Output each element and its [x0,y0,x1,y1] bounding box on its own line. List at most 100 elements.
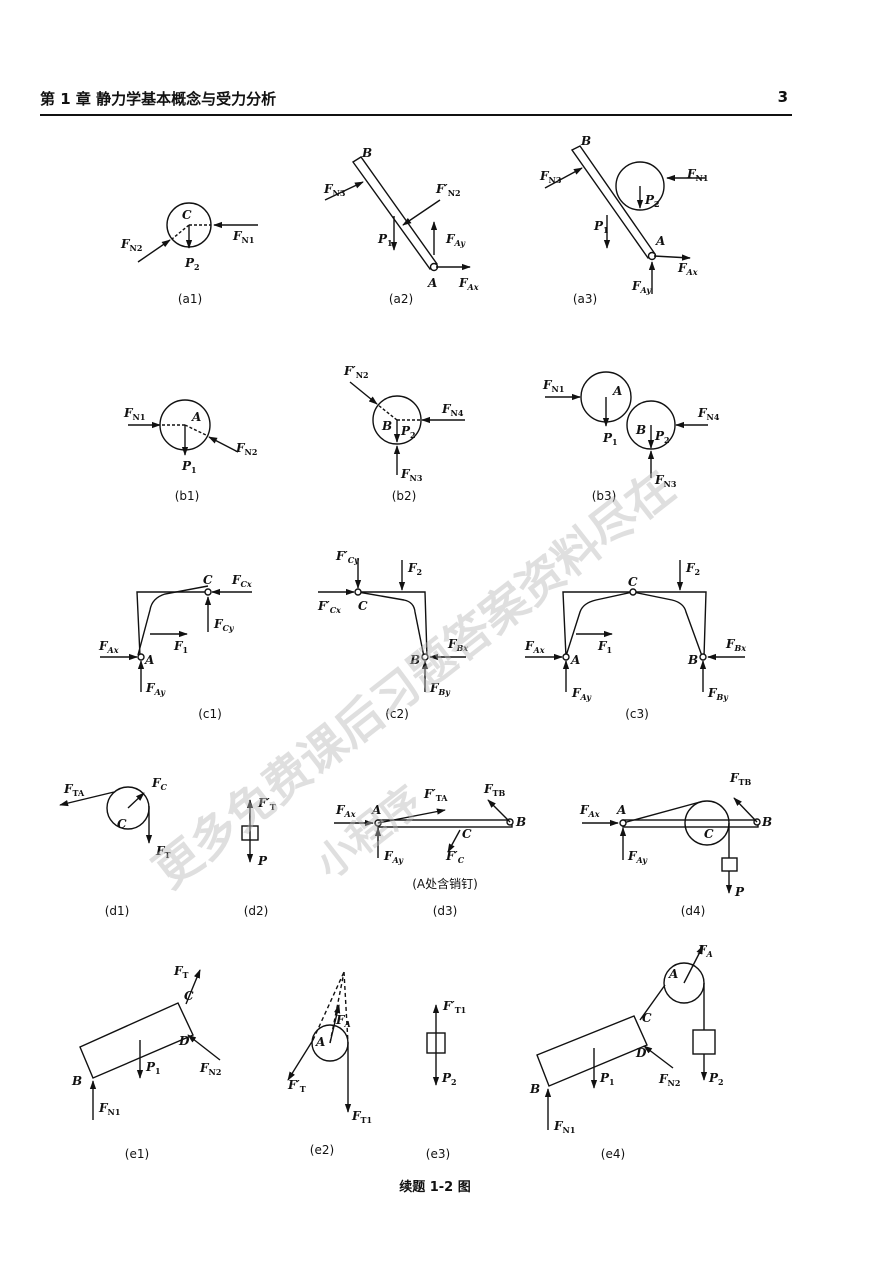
a1-label-C: C [182,208,192,222]
fig-b1 [128,399,239,456]
d4-label-A: A [616,803,626,817]
a3-label-P2: P2 [644,193,660,209]
c3-label-B: B [687,653,698,667]
a3-label-A: A [655,234,665,248]
caption-d3: (d3) [433,904,458,918]
a3-label-FAy: FAy [631,279,652,295]
a2-label-A: A [427,276,437,290]
watermark-line1: 更多免费课后习题答案资料尽在 [144,460,685,899]
chapter-title: 第 1 章 静力学基本概念与受力分析 [40,90,277,108]
b1-label-FN1: FN1 [123,406,145,422]
watermark: 更多免费课后习题答案资料尽在 小程序 [144,460,685,899]
c3-label-FAx: FAx [524,639,545,655]
caption-d1: (d1) [105,904,130,918]
d3-label-C: C [462,827,472,841]
c1-label-F1: F1 [173,639,188,655]
b3-label-FN4: FN4 [697,406,720,422]
e1-label-FT: FT [173,964,189,980]
caption-c1: (c1) [198,707,222,721]
fig-c2 [318,558,466,692]
figure-caption: 续题 1-2 图 [399,1180,471,1195]
d3-label-FTAp: F′TA [423,787,448,803]
d4-label-P: P [734,885,745,899]
e4-label-P2: P2 [708,1071,724,1087]
caption-b2: (b2) [392,489,417,503]
a2-label-B: B [361,146,372,160]
d2-label-P: P [257,854,268,868]
page-header: 第 1 章 静力学基本概念与受力分析 3 [40,84,792,116]
a1-label-P2: P2 [184,256,200,272]
caption-e3: (e3) [426,1147,450,1161]
a3-label-P1: P1 [593,219,609,235]
c2-label-B: B [409,653,420,667]
c1-label-FAy: FAy [145,681,166,697]
fig-d3 [334,799,514,858]
d3-label-FCp: F′C [445,849,465,865]
a2-label-FN3: FN3 [323,182,346,198]
fig-e1 [79,969,221,1120]
e2-label-FTp: F′T [287,1078,306,1094]
e2-label-FA: FA [335,1013,351,1029]
d3-label-A: A [371,803,381,817]
d1-label-C: C [117,817,127,831]
c2-label-FBy: FBy [429,681,451,697]
caption-e1: (e1) [125,1147,149,1161]
caption-c2: (c2) [385,707,409,721]
c3-label-FBy: FBy [707,686,729,702]
b3-label-A: A [612,384,622,398]
d4-label-FAy: FAy [627,849,648,865]
c3-label-C: C [628,575,638,589]
d1-label-FTA: FTA [63,782,85,798]
a1-label-FN2: FN2 [120,237,142,253]
e2-label-A: A [315,1035,325,1049]
b2-label-B: B [381,419,392,433]
a2-label-P1: P1 [377,232,393,248]
caption-a3: (a3) [573,292,597,306]
e1-label-C: C [184,989,194,1003]
a3-label-FAx: FAx [677,261,698,277]
b2-label-FN2p: F′N2 [343,364,369,380]
a3-label-FN1: FN1 [686,167,708,183]
d1-label-FC: FC [151,776,168,792]
b3-label-FN1: FN1 [542,378,564,394]
c3-label-FAy: FAy [571,686,592,702]
e4-label-FA: FA [697,943,713,959]
e1-label-FN1: FN1 [98,1101,120,1117]
d3-label-B: B [515,815,526,829]
fig-a2 [324,156,471,272]
d4-label-FAx: FAx [579,803,600,819]
e3-label-FT1p: F′T1 [442,999,466,1015]
b3-label-P2: P2 [654,429,670,445]
e1-label-FN2: FN2 [199,1061,221,1077]
c1-label-FCy: FCy [213,617,235,633]
c3-label-A: A [570,653,580,667]
d3-label-FAy: FAy [383,849,404,865]
d4-label-FTB: FTB [729,771,751,787]
c3-label-F2: F2 [685,561,700,577]
d3-label-FTB: FTB [483,782,505,798]
fig-d1 [59,786,153,844]
e4-label-FN1: FN1 [553,1119,575,1135]
watermark-line2: 小程序 [308,778,431,888]
fig-a3 [544,145,705,294]
caption-e2: (e2) [310,1143,334,1157]
e2-label-FT1: FT1 [351,1109,372,1125]
b1-label-A: A [191,410,201,424]
d2-label-FTp: F′T [257,796,276,812]
caption-a1: (a1) [178,292,202,306]
b1-label-FN2: FN2 [235,441,257,457]
caption-d2: (d2) [244,904,269,918]
b1-label-P1: P1 [181,459,197,475]
fig-b2 [349,381,465,475]
a3-label-B: B [580,134,591,148]
c2-label-C: C [358,599,368,613]
b2-label-FN3: FN3 [400,467,423,483]
c1-label-FAx: FAx [98,639,119,655]
e4-label-C: C [642,1011,652,1025]
c1-label-FCx: FCx [231,573,252,589]
caption-b1: (b1) [175,489,200,503]
a2-label-FAy: FAy [445,232,466,248]
caption-a2: (a2) [389,292,413,306]
fig-a1 [137,202,258,263]
